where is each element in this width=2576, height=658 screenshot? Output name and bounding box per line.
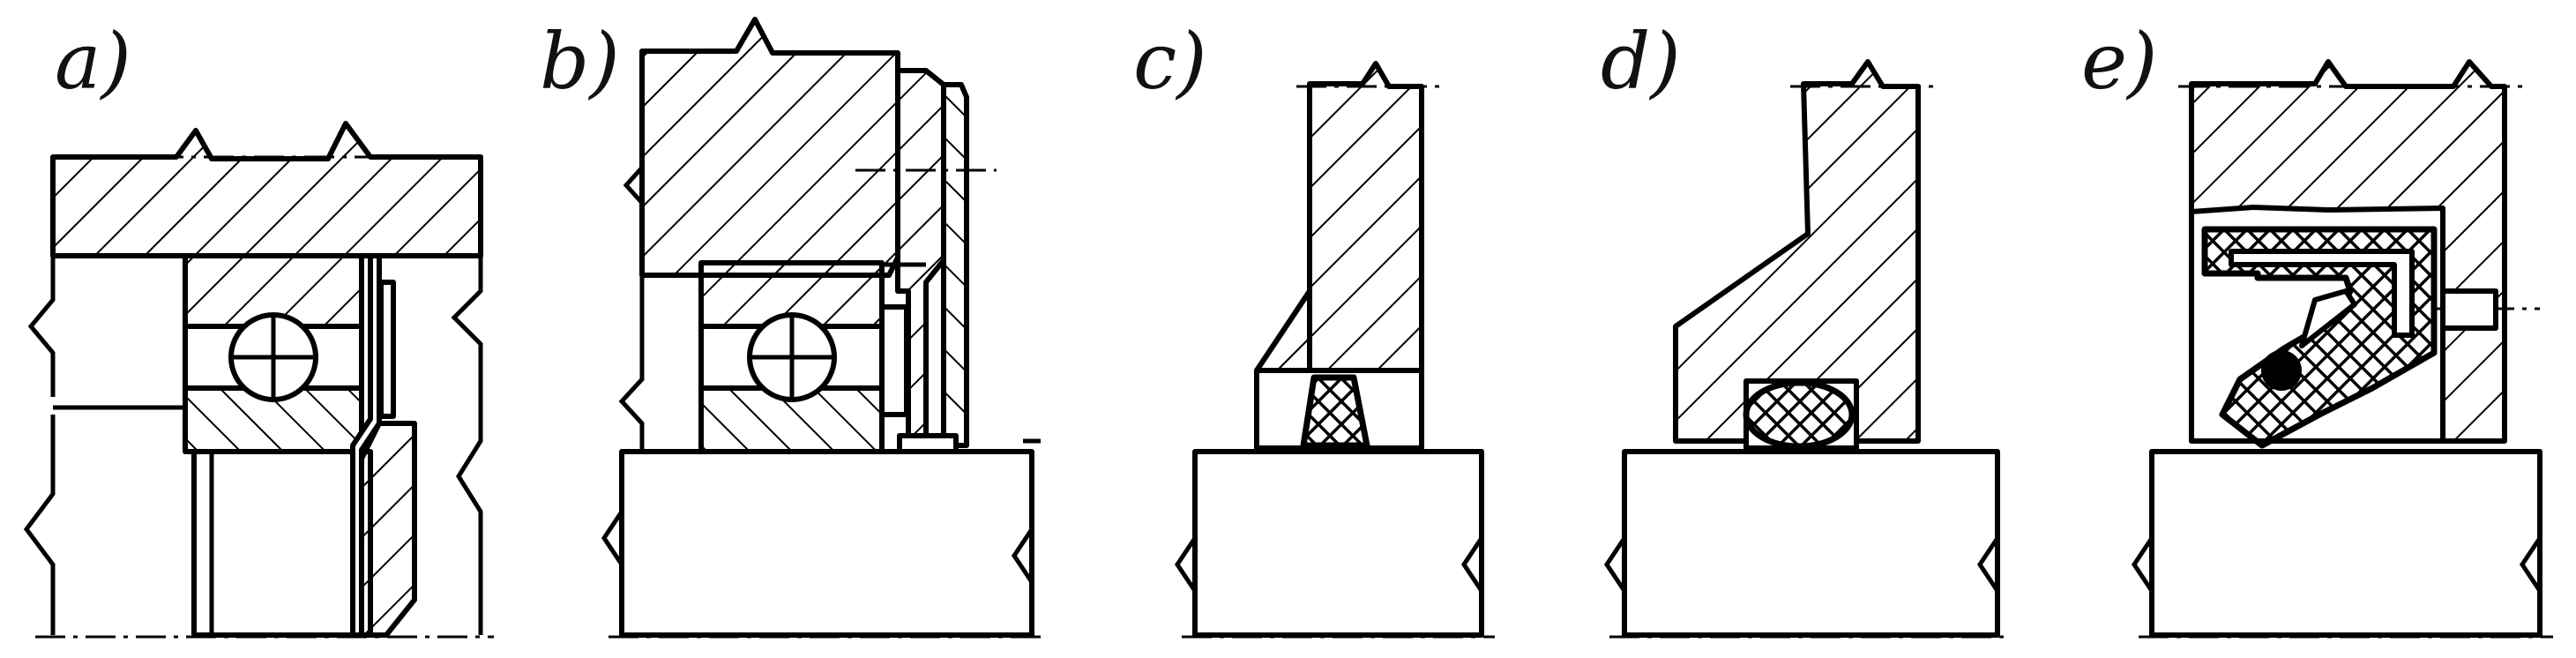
shaft [2149, 449, 2542, 638]
packing-seal [1300, 374, 1370, 449]
spring-clip [378, 280, 396, 419]
panel-a: a) [23, 16, 494, 639]
metal-insert [2229, 249, 2415, 338]
seal-ring [359, 421, 417, 638]
seal-lip-triangle [2299, 288, 2357, 348]
panel-label-d: d) [1601, 16, 1681, 107]
break-zigzag-right [451, 256, 483, 635]
o-ring-seal [1743, 379, 1855, 450]
panel-label-a: a) [55, 16, 131, 107]
panel-label-c: c) [1133, 16, 1207, 107]
panel-label-b: b) [540, 16, 620, 107]
panel-c: c) [1133, 16, 1495, 639]
end-cap [941, 82, 969, 448]
shaft [1192, 449, 1484, 638]
break-zigzag-left [623, 51, 645, 275]
panel-label-e: e) [2081, 16, 2157, 107]
panel-d: d) [1601, 16, 2011, 639]
spacer-ring [879, 304, 909, 417]
housing [639, 17, 900, 278]
break-zigzag-wall [618, 275, 645, 452]
radial-shaft-seal [2201, 226, 2438, 449]
housing [50, 121, 483, 258]
shaft [619, 449, 1034, 638]
panel-e: e) [2081, 16, 2553, 639]
housing [1673, 59, 1921, 444]
shaft [1622, 449, 2000, 638]
break-zigzag-left [23, 256, 56, 635]
garter-spring [2261, 350, 2302, 391]
shaft [191, 449, 373, 638]
panel-b: b) [540, 16, 1045, 639]
